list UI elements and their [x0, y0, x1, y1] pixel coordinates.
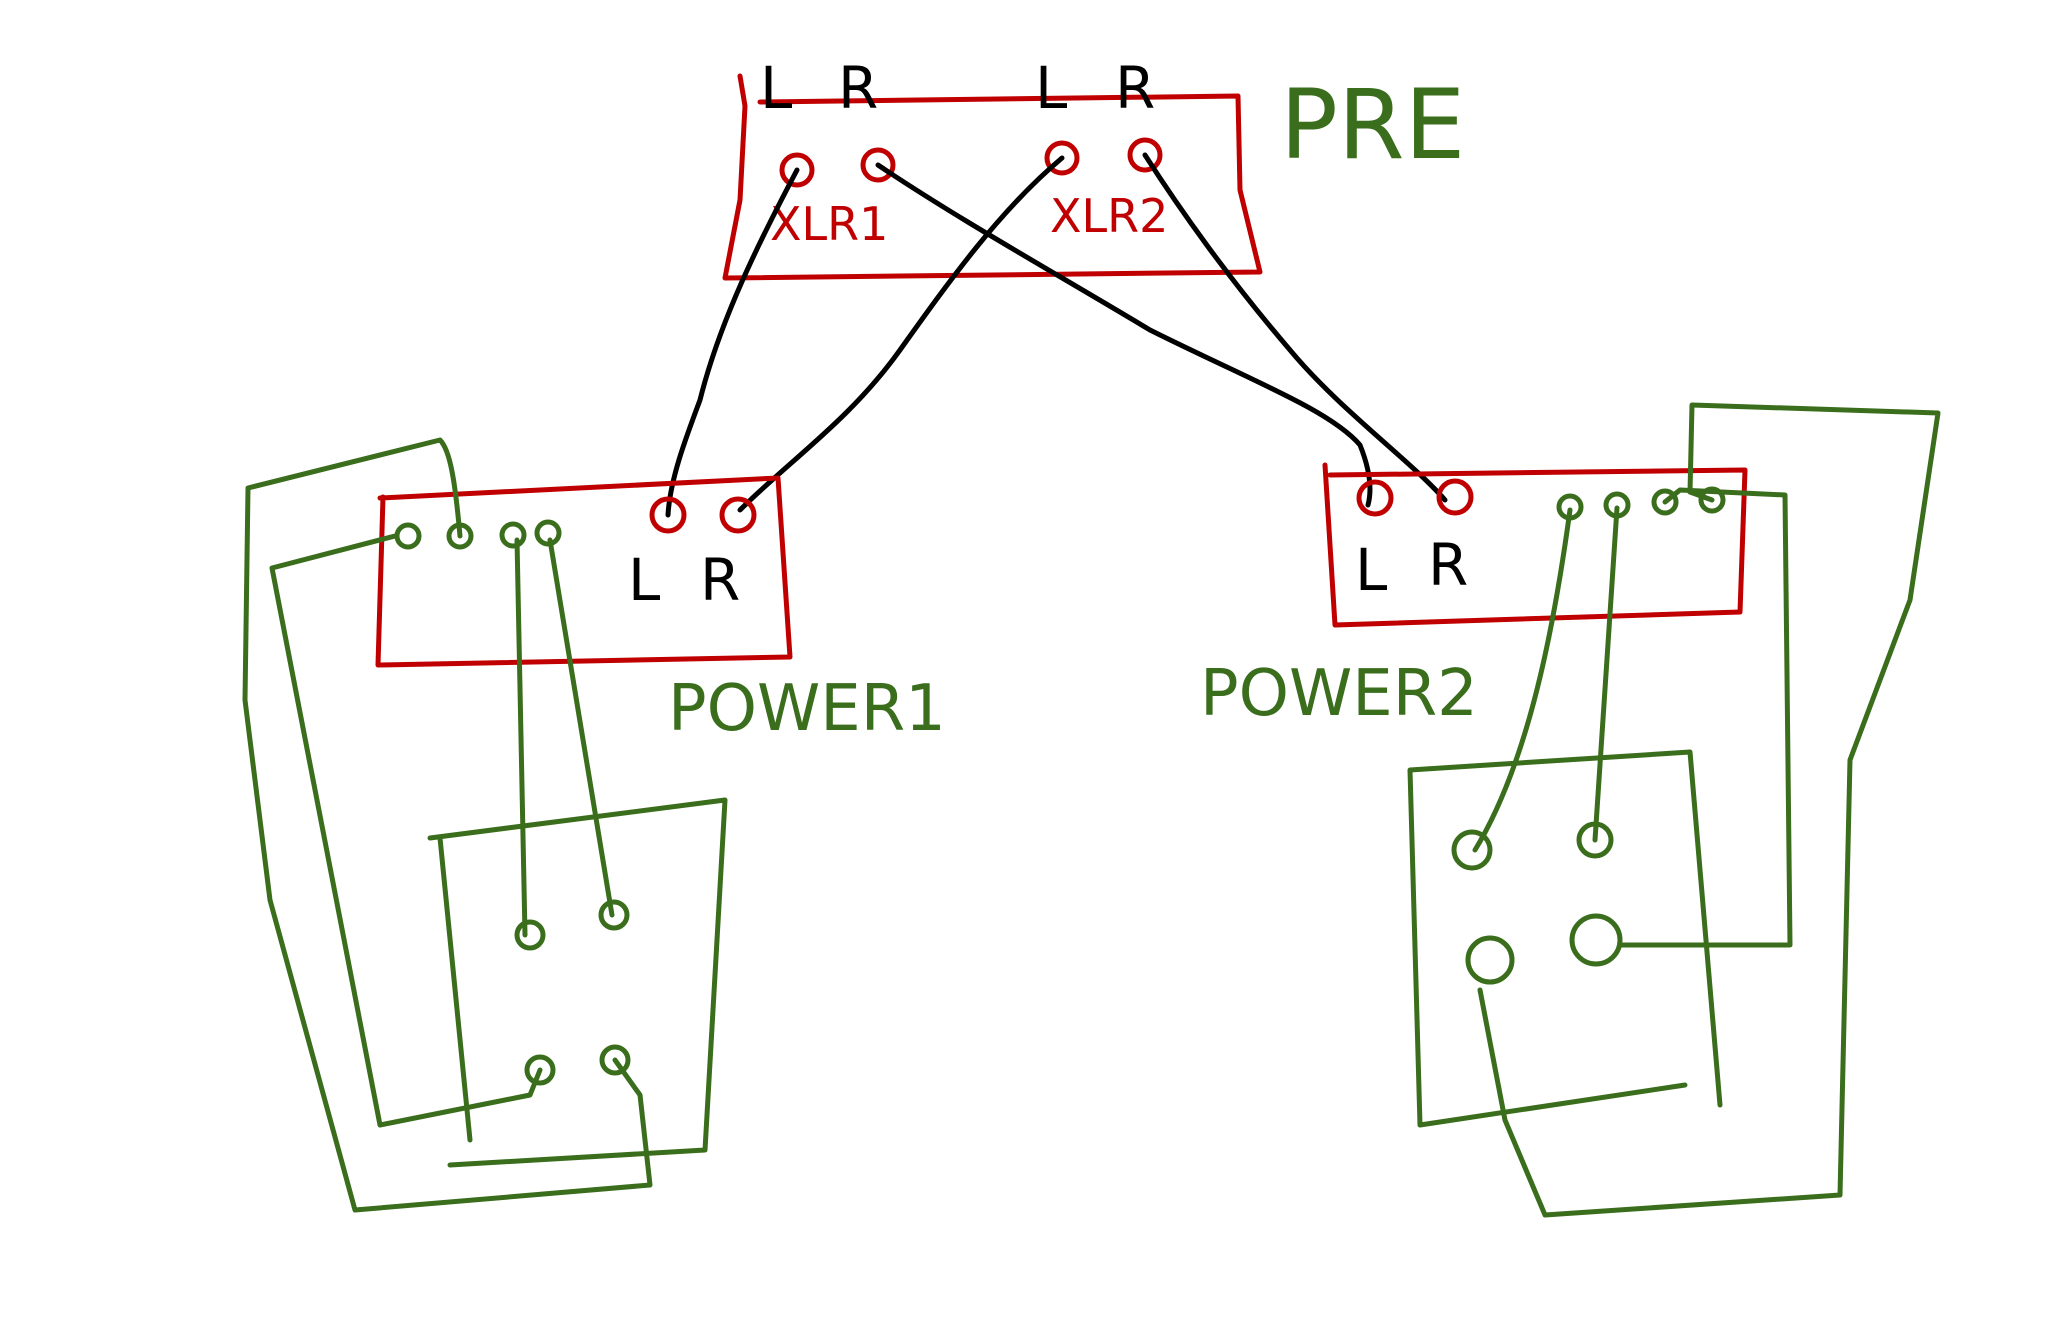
power1-speaker-wiring — [242, 437, 728, 1213]
power2-left-input-label: L — [1355, 536, 1387, 604]
xlr2-label: XLR2 — [1050, 189, 1168, 243]
xlr1-label: XLR1 — [770, 197, 888, 251]
cable-xlr2-right-to-power2-right — [1142, 152, 1448, 503]
power1-wire-1 — [269, 533, 543, 1128]
power1-wire-3 — [514, 537, 528, 938]
cable-xlr1-left-to-power1-left — [665, 167, 800, 518]
power1-right-input-label: R — [700, 546, 740, 614]
power1-speaker-cabinet — [427, 797, 728, 1168]
power1-speaker-driver-2 — [598, 899, 630, 931]
power1-speaker-driver-4 — [599, 1044, 631, 1076]
power2-speaker-wiring — [1407, 402, 1941, 1218]
cable-xlr1-right-to-power2-left — [875, 162, 1373, 508]
preamp-title: PRE — [1280, 69, 1465, 181]
power2-left-input-jack — [1356, 479, 1394, 517]
preamp-box — [722, 73, 1263, 281]
power2-box — [1322, 462, 1748, 628]
signal-cables — [665, 152, 1448, 518]
power1-title: POWER1 — [668, 672, 946, 746]
power1: L R POWER1 — [375, 475, 946, 746]
xlr2-left-label: L — [1035, 54, 1067, 122]
power2-speaker-driver-3 — [1465, 935, 1515, 985]
power1-speaker-driver-3 — [524, 1054, 556, 1086]
power1-speaker-driver-1 — [514, 919, 546, 951]
power1-box — [375, 475, 793, 668]
power1-wire-4 — [547, 537, 615, 918]
power1-right-input-jack — [719, 496, 757, 534]
power2-right-input-label: R — [1428, 531, 1468, 599]
power2-wire-3 — [1617, 487, 1793, 948]
xlr1-left-label: L — [760, 54, 792, 122]
power2-right-input-jack — [1436, 478, 1474, 516]
xlr1-right-label: R — [838, 54, 878, 122]
power1-terminal-4 — [534, 519, 562, 547]
power1-left-input-jack — [649, 496, 687, 534]
xlr1-left-jack — [779, 152, 815, 188]
power2-speaker-cabinet — [1407, 749, 1723, 1128]
power2-wire-1 — [1472, 507, 1573, 853]
power1-terminal-1 — [394, 522, 422, 550]
power1-terminal-3 — [499, 521, 527, 549]
preamp: L R L R XLR1 XLR2 PRE — [722, 54, 1465, 281]
xlr2-right-jack — [1127, 137, 1163, 173]
power2-terminal-4 — [1698, 486, 1726, 514]
power2-terminal-3 — [1651, 488, 1679, 516]
power2-title: POWER2 — [1200, 657, 1478, 731]
xlr2-right-label: R — [1115, 54, 1155, 122]
xlr1-right-jack — [860, 147, 896, 183]
power2-wire-4 — [1477, 402, 1941, 1218]
power1-wire-2 — [242, 437, 653, 1213]
power1-left-input-label: L — [628, 546, 660, 614]
power2: L R POWER2 — [1200, 462, 1748, 731]
power2-speaker-driver-4 — [1569, 913, 1623, 967]
cable-xlr2-left-to-power1-right — [737, 155, 1065, 513]
xlr2-left-jack — [1044, 140, 1080, 176]
power2-speaker-driver-1 — [1451, 829, 1493, 871]
power2-wire-2 — [1592, 505, 1620, 843]
